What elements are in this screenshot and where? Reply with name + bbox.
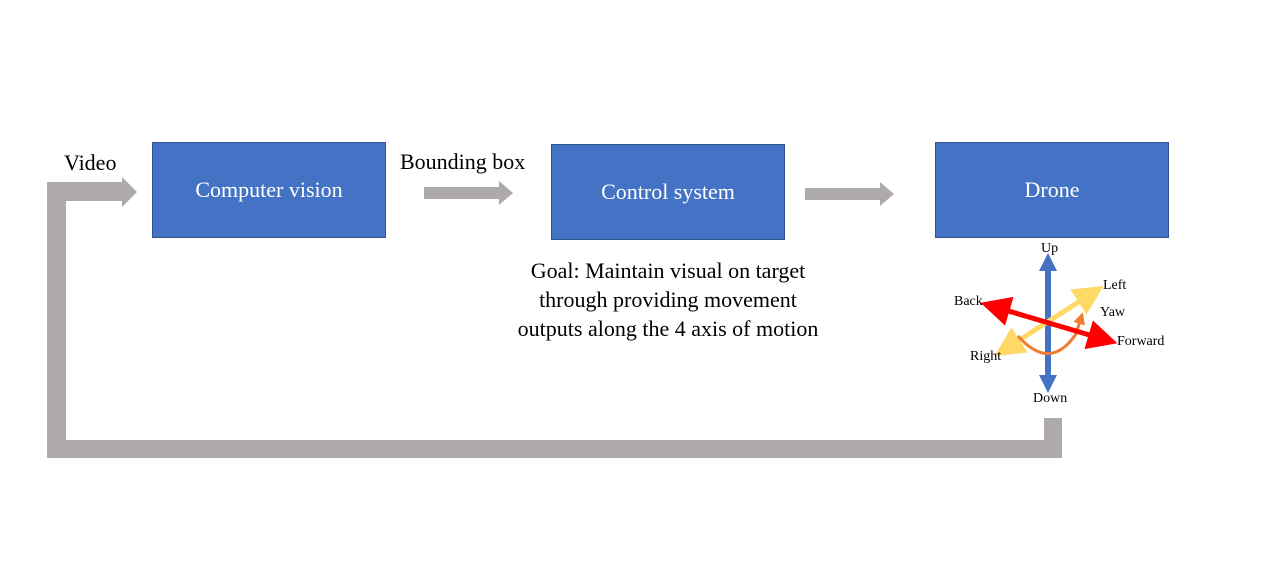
goal-line-2: through providing movement	[539, 287, 797, 312]
video-label: Video	[64, 150, 117, 175]
drone-box: Drone	[935, 142, 1169, 238]
axis-label-right: Right	[970, 349, 1002, 364]
axis-label-forward: Forward	[1117, 334, 1165, 349]
control-output-arrow	[805, 182, 894, 206]
axis-label-back: Back	[954, 294, 983, 309]
axis-label-left: Left	[1103, 278, 1127, 293]
computer-vision-label: Computer vision	[195, 177, 343, 202]
goal-line-1: Goal: Maintain visual on target	[530, 258, 806, 283]
computer-vision-box: Computer vision	[152, 142, 386, 238]
axis-label-up: Up	[1041, 241, 1059, 256]
axis-label-yaw: Yaw	[1100, 305, 1126, 320]
goal-line-3: outputs along the 4 axis of motion	[517, 316, 819, 341]
bounding-box-label: Bounding box	[400, 149, 526, 174]
drone-label: Drone	[1024, 177, 1080, 202]
goal-text: Goal: Maintain visual on target through …	[478, 256, 858, 343]
axis-label-down: Down	[1033, 391, 1068, 406]
back-forward-axis-arrow	[980, 296, 1118, 350]
control-system-box: Control system	[551, 144, 785, 240]
control-system-label: Control system	[601, 179, 735, 204]
bounding-box-arrow	[424, 181, 513, 205]
